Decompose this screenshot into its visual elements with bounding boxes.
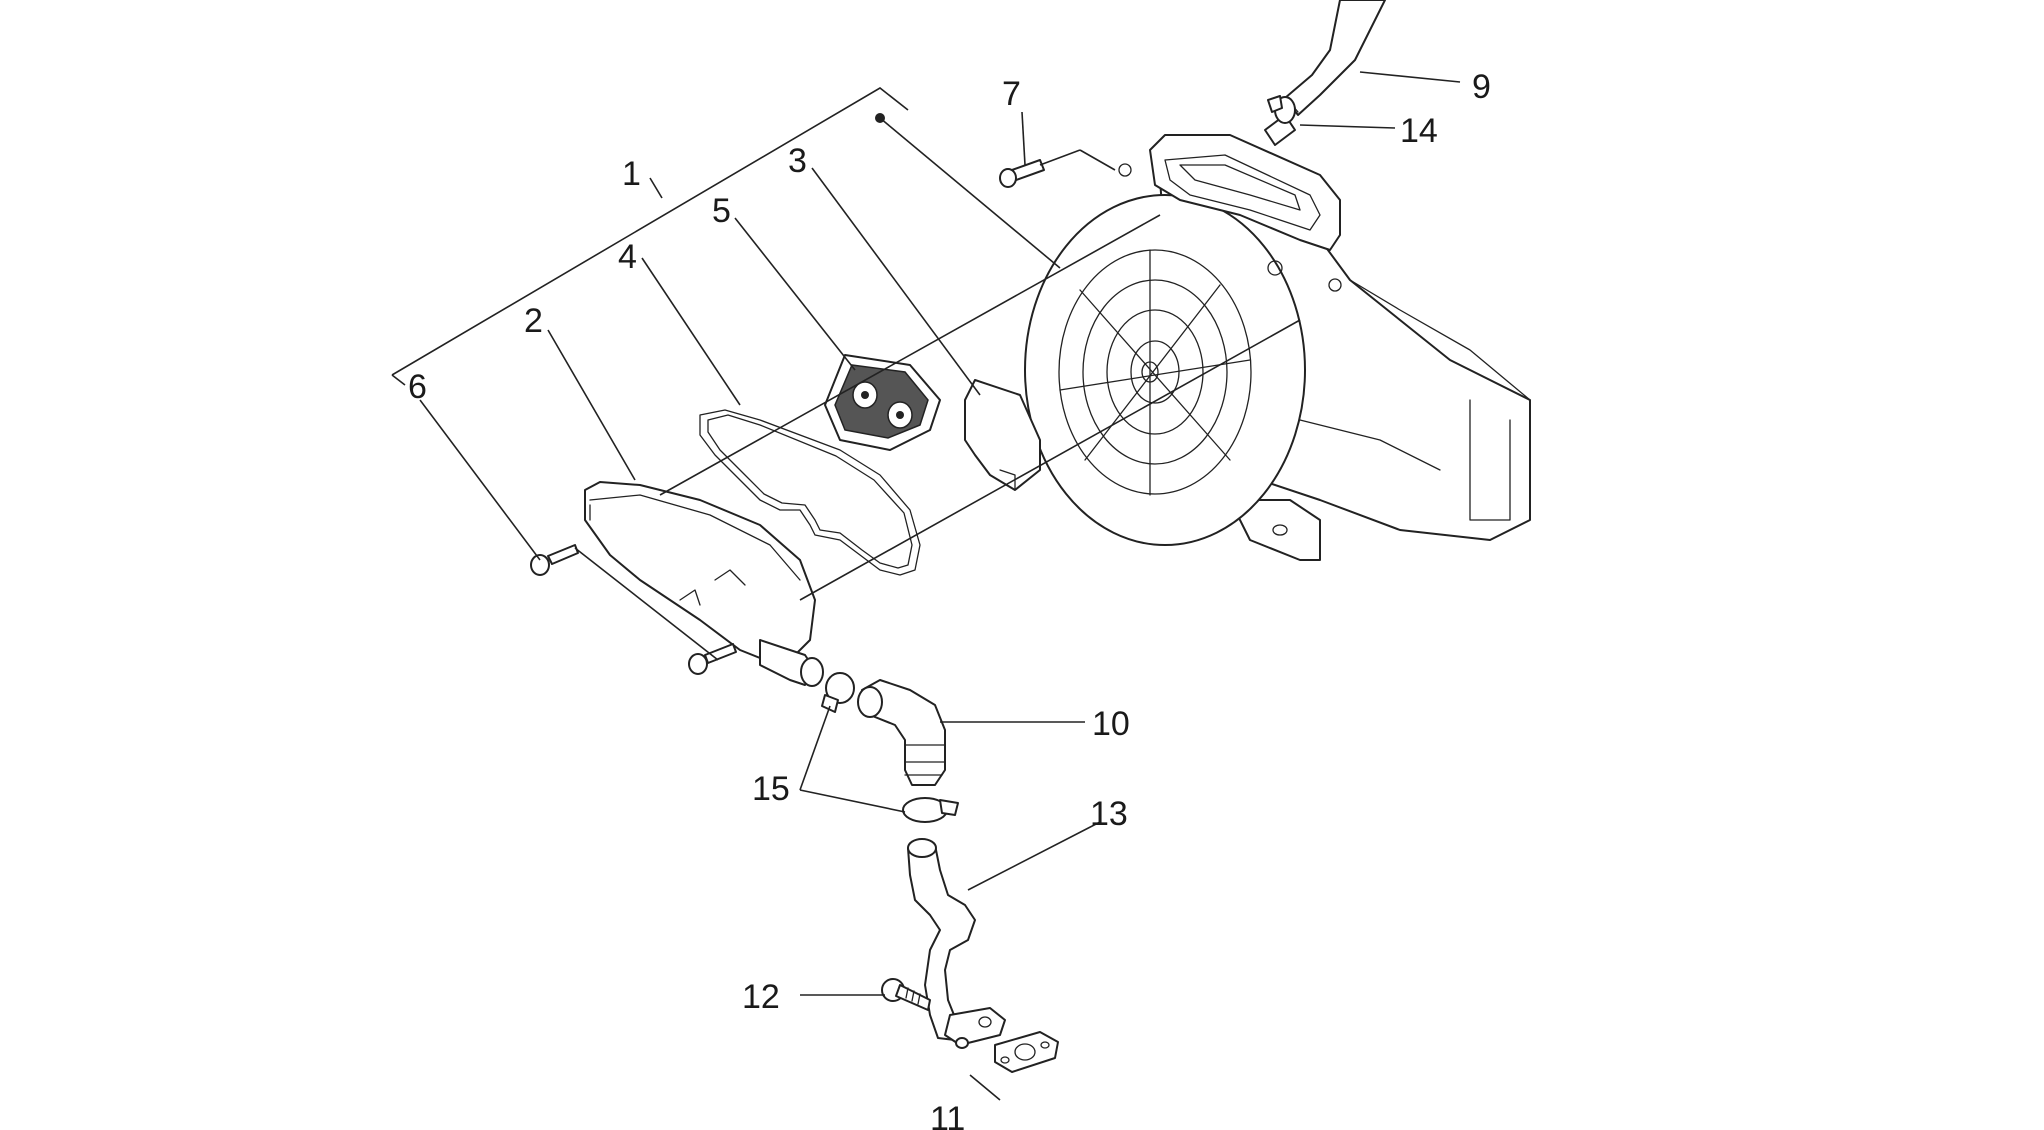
screw-6-lower — [689, 644, 736, 674]
callout-12: 12 — [742, 978, 780, 1016]
bolt-12-lower — [956, 1038, 968, 1048]
gasket-4 — [700, 410, 920, 575]
callout-1: 1 — [622, 155, 641, 193]
callout-13: 13 — [1090, 795, 1128, 833]
callout-15: 15 — [752, 770, 790, 808]
callout-labels: 1 2 3 4 5 6 7 9 10 11 12 13 14 15 — [408, 68, 1491, 1130]
screw-6-upper — [531, 545, 578, 575]
pipe-13 — [908, 839, 1005, 1045]
reed-block-5 — [825, 355, 940, 450]
callout-10: 10 — [1092, 705, 1130, 743]
hose-clamp-upper — [1268, 96, 1295, 123]
screw-7 — [1000, 160, 1044, 187]
assembly-bracket-1 — [391, 87, 1061, 386]
callout-14: 14 — [1400, 112, 1438, 150]
callout-7: 7 — [1002, 75, 1021, 113]
clamp-15-lower — [903, 798, 958, 822]
plate-3 — [965, 380, 1040, 490]
callout-3: 3 — [788, 142, 807, 180]
callout-11: 11 — [930, 1100, 965, 1130]
fan-cover-housing — [1025, 115, 1530, 560]
callout-6: 6 — [408, 368, 427, 406]
hose-upper — [1285, 0, 1385, 115]
bolt-12 — [882, 979, 930, 1010]
gasket-11 — [995, 1032, 1058, 1072]
alignment-lines — [574, 149, 1301, 661]
leader-lines — [419, 71, 1461, 1101]
callout-5: 5 — [712, 192, 731, 230]
callout-4: 4 — [618, 238, 637, 276]
callout-2: 2 — [524, 302, 543, 340]
callout-9: 9 — [1472, 68, 1491, 106]
cover-2 — [585, 482, 823, 686]
elbow-hose-10 — [858, 680, 945, 785]
clamp-15-upper — [822, 673, 854, 712]
